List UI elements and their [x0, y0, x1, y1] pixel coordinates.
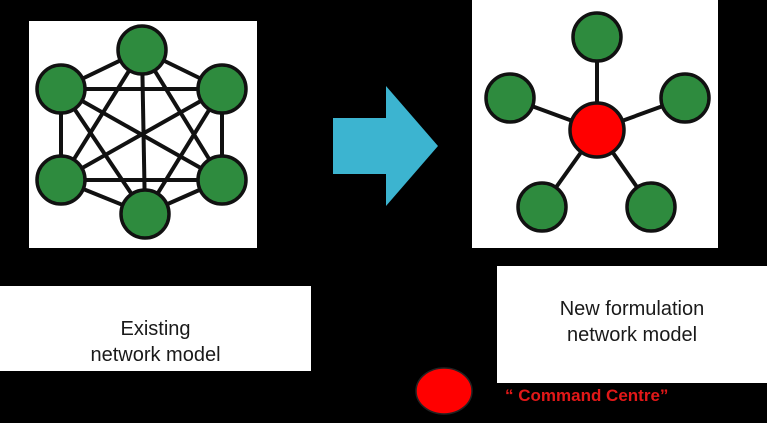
new-caption: New formulation network model	[497, 296, 767, 348]
existing-caption: Existing network model	[0, 316, 311, 368]
mesh-node	[35, 154, 87, 206]
mesh-node	[116, 24, 168, 76]
command-centre-hub	[568, 101, 626, 159]
star-nodes	[484, 11, 711, 233]
star-network	[484, 11, 711, 233]
existing-caption-line2: network model	[90, 344, 221, 366]
star-node	[571, 11, 623, 63]
mesh-node	[196, 154, 248, 206]
new-caption-line2: network model	[566, 324, 698, 346]
star-node	[516, 181, 568, 233]
mesh-nodes	[35, 24, 248, 240]
mesh-node	[119, 188, 171, 240]
mesh-network	[35, 24, 248, 240]
mesh-edge	[60, 87, 223, 182]
legend-hub-icon	[415, 367, 473, 415]
existing-caption-box: Existing network model	[0, 286, 311, 371]
transition-arrow-icon	[333, 86, 438, 206]
star-node	[484, 72, 536, 124]
new-caption-line1: New formulation	[559, 298, 705, 320]
star-node	[659, 72, 711, 124]
command-centre-legend-label: “ Command Centre”	[505, 386, 669, 405]
star-node	[625, 181, 677, 233]
mesh-node	[35, 63, 87, 115]
new-caption-box: New formulation network model	[497, 266, 767, 383]
existing-caption-line1: Existing	[120, 318, 191, 340]
mesh-node	[196, 63, 248, 115]
